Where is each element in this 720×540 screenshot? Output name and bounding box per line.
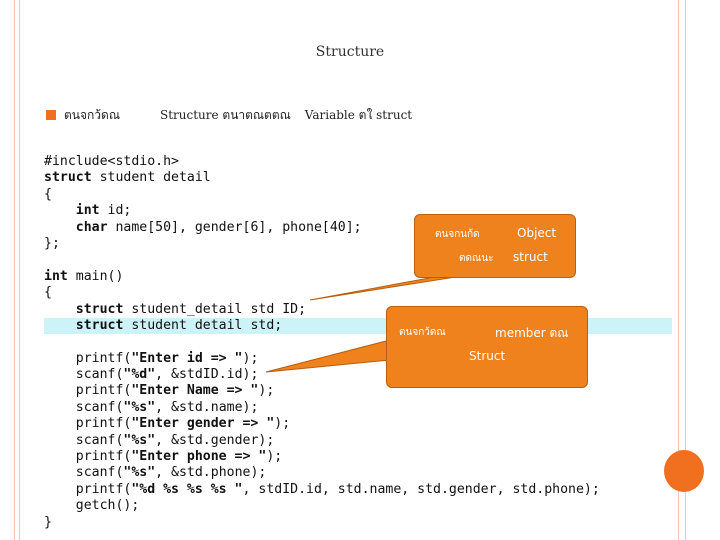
- code-line: int id;: [75, 203, 132, 219]
- code-line: scanf("%s", &std.phone);: [44, 465, 267, 481]
- code-line: int main(): [44, 268, 124, 284]
- callout-object: ตนจกนก้ด Object ตดณนะ struct: [414, 214, 576, 278]
- code-line: printf("%d %s %s %s ", stdID.id, std.nam…: [44, 481, 600, 497]
- code-line: printf("Enter id => ");: [44, 350, 259, 366]
- bullet-text-2: Structure ตนาตณตตณ: [159, 108, 291, 122]
- code-line: scanf("%s", &std.name);: [44, 399, 259, 415]
- code-line: };: [44, 235, 60, 251]
- callout-member: ตนจกว้ดณ member ตณ Struct: [386, 306, 588, 388]
- callout2-pointer: [265, 339, 391, 373]
- callout2-text-1b: member ตณ: [495, 326, 569, 340]
- code-line: printf("Enter Name => ");: [44, 383, 275, 399]
- slide-title: Structure: [315, 44, 385, 60]
- callout1-pointer: [309, 275, 463, 301]
- callout1-text-1a: ตนจกนก้ด: [435, 229, 480, 240]
- code-line: struct student detail: [44, 170, 211, 186]
- code-line: #include<stdio.h>: [44, 154, 179, 169]
- callout1-text-2b: struct: [513, 250, 548, 264]
- code-line: char name[50], gender[6], phone[40];: [75, 219, 362, 235]
- bullet-text-3: Variable ตใ struct: [304, 108, 413, 122]
- code-line: {: [44, 285, 52, 301]
- code-line: scanf("%d", &stdID.id);: [44, 367, 259, 383]
- code-line: struct student_detail std ID;: [75, 301, 307, 317]
- code-line: scanf("%s", &std.gender);: [44, 432, 275, 448]
- bullet-text-1: ตนจกว้ดณ: [64, 108, 120, 122]
- slide-frame-left: [14, 0, 20, 540]
- callout1-text-1b: Object: [517, 226, 557, 240]
- square-bullet-icon: [46, 110, 56, 120]
- code-line: }: [44, 514, 52, 530]
- code-line: printf("Enter phone => ");: [44, 449, 283, 465]
- bullet-item: ตนจกว้ดณ Structure ตนาตณตตณ Variable ตใ st…: [46, 106, 412, 125]
- code-line: {: [44, 186, 52, 202]
- callout2-text-2: Struct: [469, 349, 506, 363]
- callout2-text-1a: ตนจกว้ดณ: [399, 327, 446, 338]
- callout1-text-2a: ตดณนะ: [459, 253, 494, 264]
- slide-frame-right: [678, 0, 686, 540]
- slide-nav-tab[interactable]: [664, 450, 704, 492]
- code-line: getch();: [44, 498, 140, 514]
- code-line: printf("Enter gender => ");: [44, 416, 291, 432]
